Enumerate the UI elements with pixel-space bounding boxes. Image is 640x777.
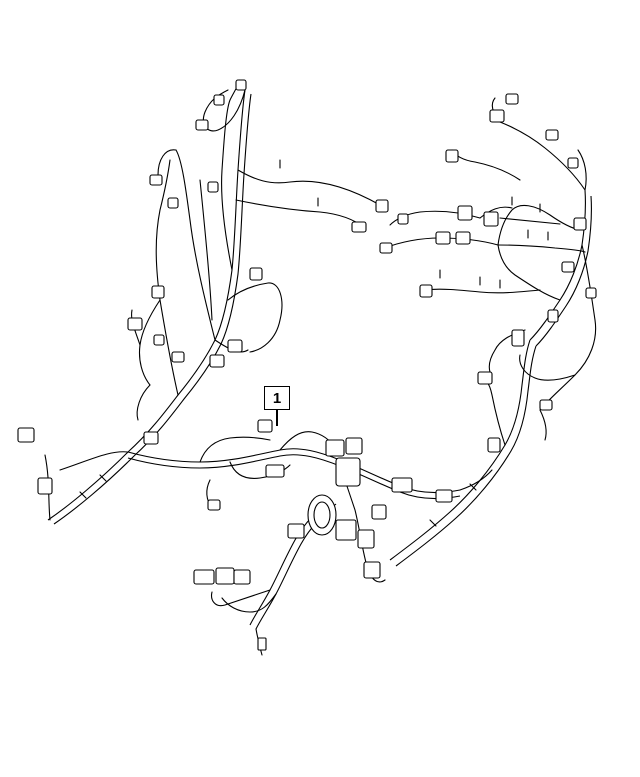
harness-trunk-center [127, 431, 461, 509]
harness-branches-left-upper [131, 79, 381, 421]
callout-leader-line [276, 410, 278, 426]
connectors [17, 79, 597, 651]
harness-trunk-left [44, 89, 252, 525]
harness-trunk-right-lower [389, 339, 537, 567]
harness-clips [79, 159, 549, 527]
callout-label-1: 1 [264, 386, 290, 410]
harness-trunk-lower-drop [211, 465, 386, 656]
harness-branches-right-upper [384, 97, 597, 441]
